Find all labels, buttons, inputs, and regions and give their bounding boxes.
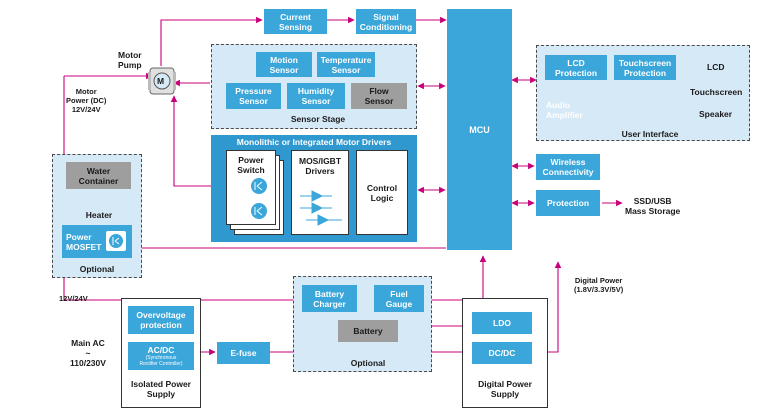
line-driver-to-motor [170,95,226,187]
heater-label: Heater [85,210,113,220]
ldo-block: LDO [472,312,532,334]
acdc-block: AC/DC (Synchronous Rectifier Controller) [128,342,194,370]
motor-symbol [148,67,176,95]
dcdc-block: DC/DC [472,342,532,364]
battery-block: Battery [338,320,398,342]
lcd-label: LCD [707,62,725,72]
mosfet-icon [106,231,126,251]
heater-optional-label: Optional [79,264,115,274]
touchscreen-label: Touchscreen [690,87,743,97]
digital-power-label: Digital Power(1.8V/3.3V/5V) [574,276,624,294]
line-motor-to-current [160,16,263,66]
motor-drivers-title: Monolithic or Integrated Motor Drivers [236,137,392,147]
sensor-stage-title: Sensor Stage [290,114,346,124]
transistor-icons [251,178,267,219]
v12-24-label: 12V/24V [59,294,88,303]
protection-block: Protection [536,190,600,216]
efuse-block: E-fuse [217,342,270,364]
battery-optional-label: Optional [350,358,386,368]
mcu-block: MCU [447,9,512,250]
driver-buffer-icons [300,190,342,226]
user-interface-title: User Interface [621,129,679,139]
speaker-label: Speaker [699,109,733,119]
motor-letter: M [157,76,165,86]
main-ac-label: Main AC~110/230V [70,338,106,368]
